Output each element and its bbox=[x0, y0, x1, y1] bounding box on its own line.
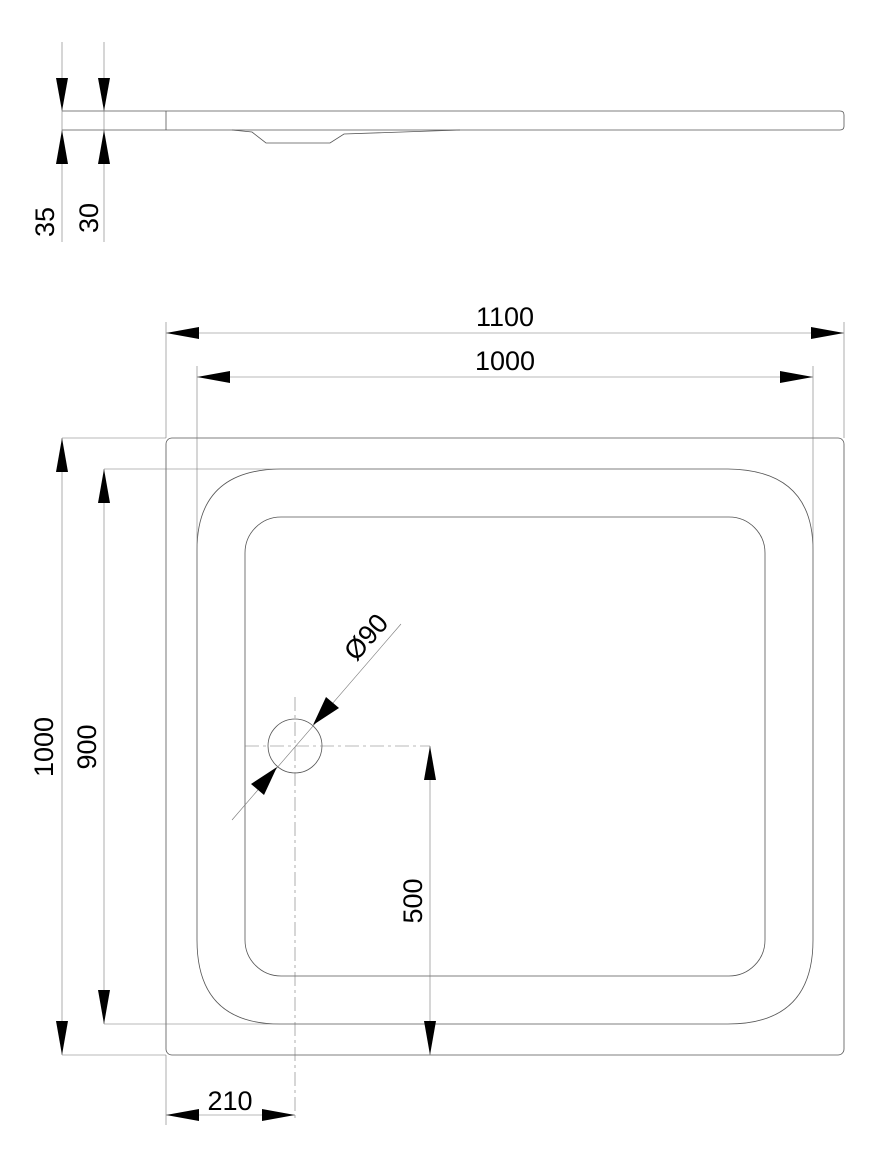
arrow-210-left bbox=[166, 1109, 199, 1121]
arrow-1100-left bbox=[166, 327, 199, 339]
plan-view: 1100 1000 1000 900 Ø90 500 bbox=[29, 302, 845, 1125]
arrow-1000w-right bbox=[780, 371, 813, 383]
arrow-1000d-bottom bbox=[56, 1021, 68, 1055]
arrow-500-top bbox=[424, 746, 436, 780]
arrow-35-bottom bbox=[56, 130, 68, 164]
tray-floor-outline bbox=[244, 516, 766, 977]
arrow-35-top bbox=[56, 78, 68, 111]
arrow-1000d-top bbox=[56, 438, 68, 472]
dim-label-drain-diameter: Ø90 bbox=[338, 608, 394, 666]
arrow-1100-right bbox=[811, 327, 844, 339]
side-view: 35 30 bbox=[30, 42, 845, 242]
arrow-900-top bbox=[98, 469, 110, 503]
side-drain-profile bbox=[231, 129, 461, 144]
arrow-30-top bbox=[98, 78, 110, 111]
dim-label-30: 30 bbox=[74, 203, 104, 233]
dim-label-210: 210 bbox=[207, 1086, 252, 1116]
arrow-dia-upper bbox=[313, 697, 339, 725]
dim-label-1000-depth: 1000 bbox=[29, 717, 59, 777]
tray-basin-edge bbox=[196, 468, 814, 1025]
side-profile-outline bbox=[62, 110, 845, 131]
arrow-1000w-left bbox=[197, 371, 230, 383]
dim-label-35: 35 bbox=[30, 207, 60, 237]
tray-outer-outline bbox=[165, 437, 845, 1056]
arrow-30-bottom bbox=[98, 130, 110, 164]
arrow-500-bottom bbox=[424, 1021, 436, 1055]
dim-label-500: 500 bbox=[398, 878, 428, 923]
dim-label-1000-width: 1000 bbox=[475, 346, 535, 376]
arrow-dia-lower bbox=[251, 767, 277, 795]
arrow-210-right bbox=[262, 1109, 295, 1121]
dim-label-900: 900 bbox=[72, 724, 102, 769]
dim-label-1100: 1100 bbox=[476, 302, 534, 332]
arrow-900-bottom bbox=[98, 990, 110, 1024]
